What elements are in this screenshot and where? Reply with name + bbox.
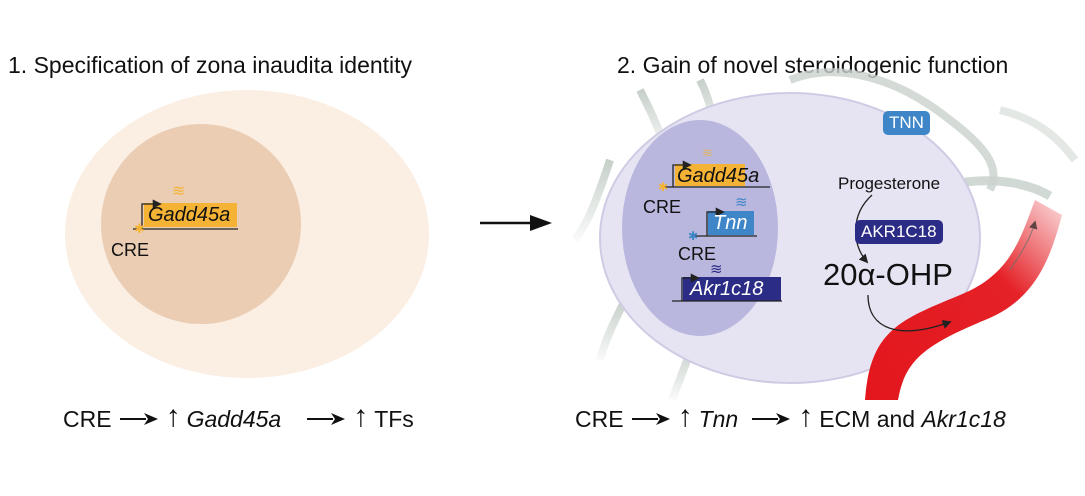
gene-akr1c18: ≋	[672, 261, 782, 302]
transcript-wave-icon: ≋	[735, 194, 748, 211]
promoter-arrow-icon	[681, 273, 700, 301]
cre-label: CRE	[111, 240, 150, 260]
nucleus	[622, 120, 778, 336]
protein-badge-tnn: TNN	[883, 111, 930, 135]
panel-1-summary: CRE ↑ Gadd45a ↑ TFs	[63, 400, 414, 434]
arrow-right-icon	[307, 413, 346, 425]
cre-label: CRE	[678, 244, 717, 264]
up-arrow-icon: ↑	[353, 400, 369, 433]
transcript-wave-icon: ≋	[702, 145, 713, 160]
cre-star-icon: ✱	[688, 229, 698, 243]
summary-gene: Gadd45a	[186, 405, 282, 432]
gene-label-gadd45a: Gadd45a	[677, 165, 760, 187]
arrow-right-icon	[752, 413, 791, 425]
panel-2-summary: CRE ↑ Tnn ↑ ECM and Akr1c18	[575, 400, 1006, 434]
panel-1-title: 1. Specification of zona inaudita identi…	[8, 52, 413, 78]
gene-label-akr1c18: Akr1c18	[690, 278, 764, 300]
blood-vessel	[865, 200, 1062, 400]
substrate-progesterone: Progesterone	[838, 174, 941, 193]
flow-arrow-icon	[1009, 220, 1038, 271]
gene-label-tnn: Tnn	[713, 212, 748, 234]
summary-result: ECM and	[819, 405, 922, 432]
panel-1-cell: ✱ ≋	[65, 90, 429, 378]
cre-star-icon: ✱	[658, 180, 668, 194]
product-20a-ohp: 20α-OHP	[823, 257, 953, 292]
summary-gene: Tnn	[698, 405, 739, 432]
gene-tnn: ✱ ≋	[688, 194, 757, 243]
up-arrow-icon: ↑	[798, 400, 814, 433]
summary-start: CRE	[63, 405, 112, 432]
gene-gadd45a: ✱ ≋	[658, 145, 770, 194]
promoter-arrow-icon	[706, 207, 725, 236]
up-arrow-icon: ↑	[165, 400, 181, 433]
arrow-right-icon	[631, 413, 670, 425]
secretion-arrow-icon	[867, 294, 952, 332]
up-arrow-icon: ↑	[677, 400, 693, 433]
cre-label: CRE	[643, 197, 682, 217]
transcript-wave-icon: ≋	[710, 261, 723, 278]
promoter-arrow-icon	[141, 199, 162, 229]
gene-label-gadd45a: Gadd45a	[148, 204, 231, 226]
transcript-wave-icon: ≋	[172, 181, 185, 200]
transition-arrow-icon	[480, 215, 552, 231]
cre-star-icon: ✱	[134, 222, 145, 237]
summary-start: CRE	[575, 405, 624, 432]
summary-result: TFs	[374, 405, 414, 432]
summary-result-gene: Akr1c18	[921, 405, 1006, 432]
arrow-right-icon	[119, 413, 158, 425]
protein-badge-akr1c18: AKR1C18	[855, 220, 943, 244]
promoter-arrow-icon	[672, 160, 692, 187]
